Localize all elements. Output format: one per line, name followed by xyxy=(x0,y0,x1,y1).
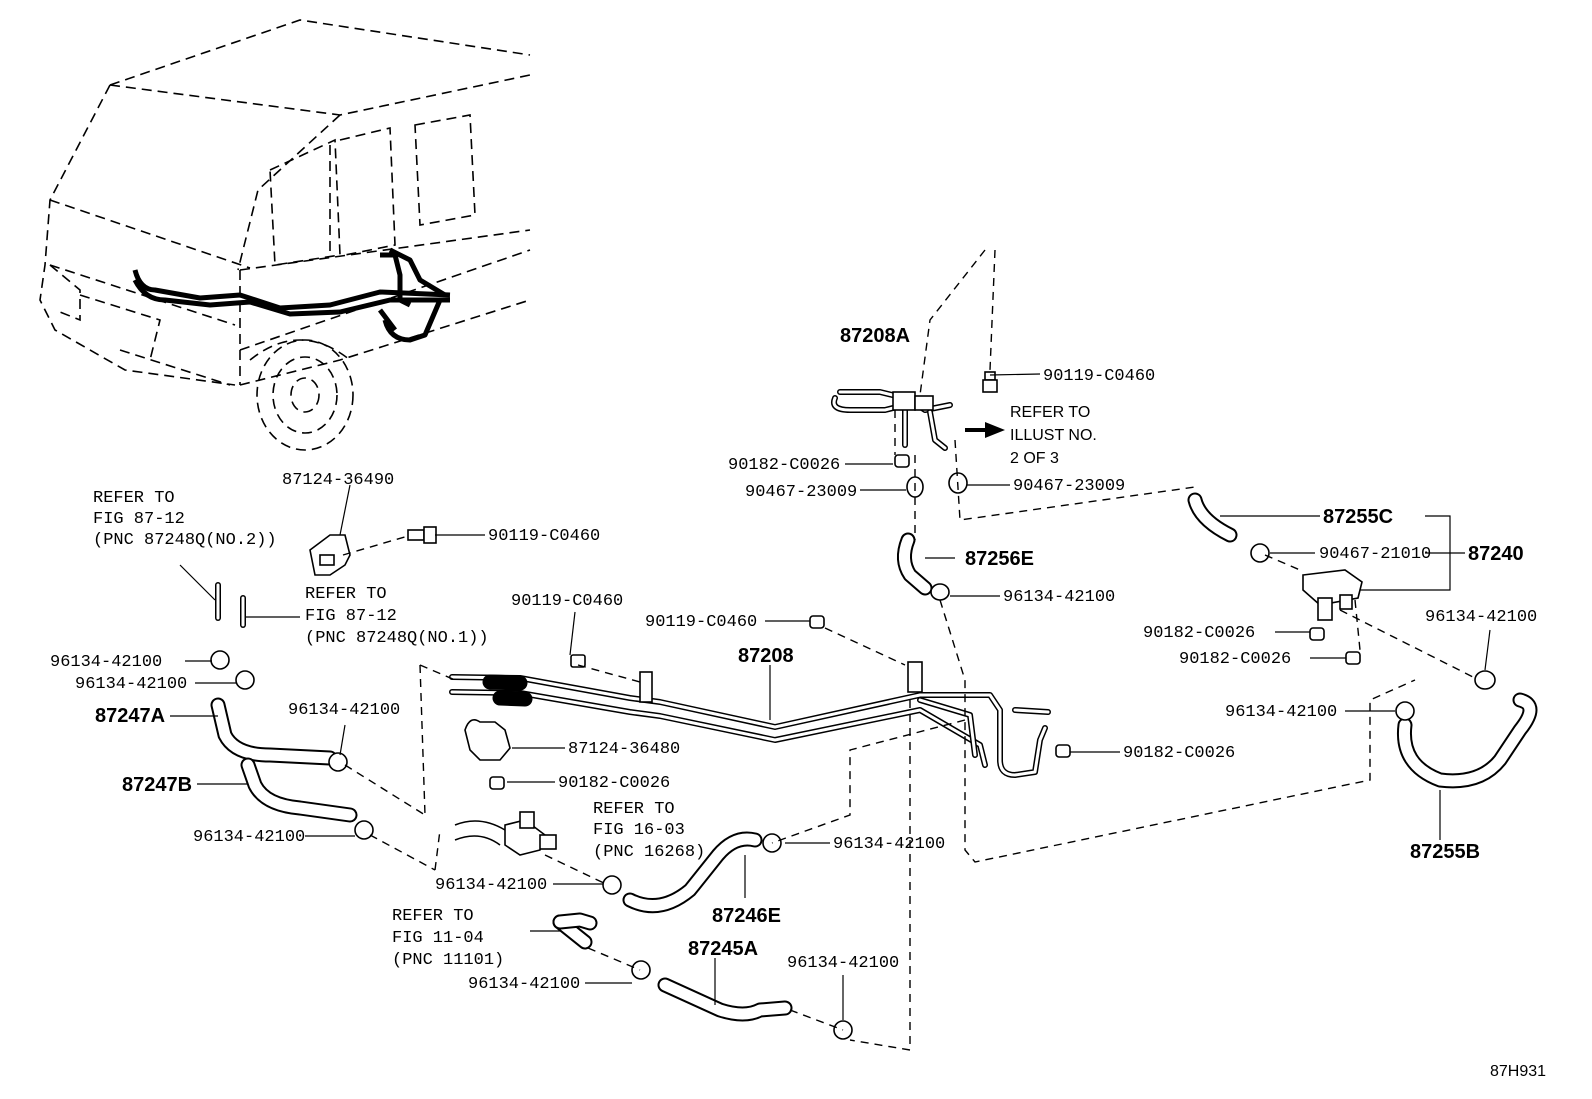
clamp-96134-bottom-left xyxy=(631,960,651,980)
hose-87255b xyxy=(1396,692,1538,789)
heater-pipe-87208 xyxy=(449,661,1051,778)
bolt-90119-mid-1 xyxy=(570,654,586,668)
label-87124-36480: 87124-36480 xyxy=(568,740,680,759)
refer-16-03-line3: (PNC 16268) xyxy=(593,843,705,862)
label-96134-upper-center: 96134-42100 xyxy=(1003,588,1115,607)
nut-90182-center-right xyxy=(1055,744,1071,758)
label-96134-lower-left: 96134-42100 xyxy=(435,876,547,895)
refer-87-12-no1-line1: REFER TO xyxy=(305,585,387,604)
label-87208a: 87208A xyxy=(840,325,910,347)
nut-90182-right-2 xyxy=(1345,651,1361,665)
arrow-icon xyxy=(965,422,1005,438)
refer-87-12-no1-line2: FIG 87-12 xyxy=(305,607,397,626)
part-labels: 87208A 90119-C0460 REFER TO ILLUST NO. 2… xyxy=(50,325,1546,1080)
label-87208: 87208 xyxy=(738,645,794,667)
refer-87-12-no2-line1: REFER TO xyxy=(93,489,175,508)
label-90467-right: 90467-23009 xyxy=(1013,477,1125,496)
label-90467-left: 90467-23009 xyxy=(745,483,857,502)
hose-87245a xyxy=(657,977,793,1022)
pipe-stubs xyxy=(215,582,246,628)
label-87246e: 87246E xyxy=(712,905,781,927)
bolt-90119-left xyxy=(407,526,437,544)
label-96134-left-3: 96134-42100 xyxy=(288,701,400,720)
label-96134-left-2: 96134-42100 xyxy=(75,675,187,694)
hose-87256e xyxy=(897,532,933,596)
clamp-96134-left-4 xyxy=(354,820,374,840)
refer-illust-line3: 2 OF 3 xyxy=(1010,450,1059,467)
label-90182-right-1: 90182-C0026 xyxy=(1143,624,1255,643)
label-87247a: 87247A xyxy=(95,705,165,727)
label-87255c: 87255C xyxy=(1323,506,1393,528)
hose-87247b xyxy=(240,757,358,823)
label-90467-21010: 90467-21010 xyxy=(1319,545,1431,564)
bolt-90119-mid-2 xyxy=(809,615,825,629)
hose-87246e xyxy=(622,831,763,914)
label-96134-bottom-left: 96134-42100 xyxy=(468,975,580,994)
refer-87-12-no1-line3: (PNC 87248Q(NO.1)) xyxy=(305,629,489,648)
clamp-96134-left-1 xyxy=(210,650,230,670)
clamp-96134-left-2 xyxy=(235,670,255,690)
clamp-96134-lower-left xyxy=(602,875,622,895)
label-87240: 87240 xyxy=(1468,543,1524,565)
label-87256e: 87256E xyxy=(965,548,1034,570)
water-outlet-16268 xyxy=(454,811,557,856)
label-87247b: 87247B xyxy=(122,774,192,796)
refer-11-04-line2: FIG 11-04 xyxy=(392,929,484,948)
label-90182-right-2: 90182-C0026 xyxy=(1179,650,1291,669)
clamp-87124-36490 xyxy=(309,534,351,576)
label-90119-mid-1: 90119-C0460 xyxy=(511,592,623,611)
hose-87255c xyxy=(1187,492,1238,543)
water-pipe-11101 xyxy=(552,912,598,950)
refer-87-12-no2-line3: (PNC 87248Q(NO.2)) xyxy=(93,531,277,550)
heater-pipe-assy-87208a xyxy=(831,389,953,451)
refer-illust-line2: ILLUST NO. xyxy=(1010,427,1097,444)
bolt-90119-top xyxy=(982,371,998,393)
label-96134-far-right-mid: 96134-42100 xyxy=(1225,703,1337,722)
vehicle-outline xyxy=(39,19,531,451)
label-96134-bottom-right: 96134-42100 xyxy=(787,954,899,973)
label-96134-far-right-top: 96134-42100 xyxy=(1425,608,1537,627)
label-90119-mid-2: 90119-C0460 xyxy=(645,613,757,632)
clamp-90467-21010 xyxy=(1250,543,1270,563)
clamp-87124-36480 xyxy=(464,719,511,761)
label-90119-left: 90119-C0460 xyxy=(488,527,600,546)
label-90119-top: 90119-C0460 xyxy=(1043,367,1155,386)
nut-90182-top xyxy=(894,454,910,468)
clamp-96134-upper-center xyxy=(930,583,950,601)
water-valve-87240 xyxy=(1302,569,1363,621)
label-90182-top: 90182-C0026 xyxy=(728,456,840,475)
refer-87-12-no2-line2: FIG 87-12 xyxy=(93,510,185,529)
leader-lines xyxy=(170,373,1491,1020)
label-96134-mid-clamp: 96134-42100 xyxy=(833,835,945,854)
hose-87247a xyxy=(210,697,338,766)
label-90182-center-right: 90182-C0026 xyxy=(1123,744,1235,763)
refer-16-03-line2: FIG 16-03 xyxy=(593,821,685,840)
nut-90182-right-1 xyxy=(1309,627,1325,641)
clamp-96134-left-3 xyxy=(328,752,348,772)
refer-11-04-line3: (PNC 11101) xyxy=(392,951,504,970)
nut-90182-mid xyxy=(489,776,505,790)
label-96134-left-1: 96134-42100 xyxy=(50,653,162,672)
dashed-connectors xyxy=(342,249,1476,1051)
label-96134-left-4: 96134-42100 xyxy=(193,828,305,847)
label-87255b: 87255B xyxy=(1410,841,1480,863)
label-87245a: 87245A xyxy=(688,938,758,960)
clamp-96134-far-right-mid xyxy=(1395,701,1415,721)
refer-11-04-line1: REFER TO xyxy=(392,907,474,926)
label-87124-36490: 87124-36490 xyxy=(282,471,394,490)
clamp-96134-far-right-top xyxy=(1474,670,1496,690)
diagram-id: 87H931 xyxy=(1490,1063,1546,1080)
label-90182-mid: 90182-C0026 xyxy=(558,774,670,793)
refer-16-03-line1: REFER TO xyxy=(593,800,675,819)
refer-illust-line1: REFER TO xyxy=(1010,404,1090,421)
